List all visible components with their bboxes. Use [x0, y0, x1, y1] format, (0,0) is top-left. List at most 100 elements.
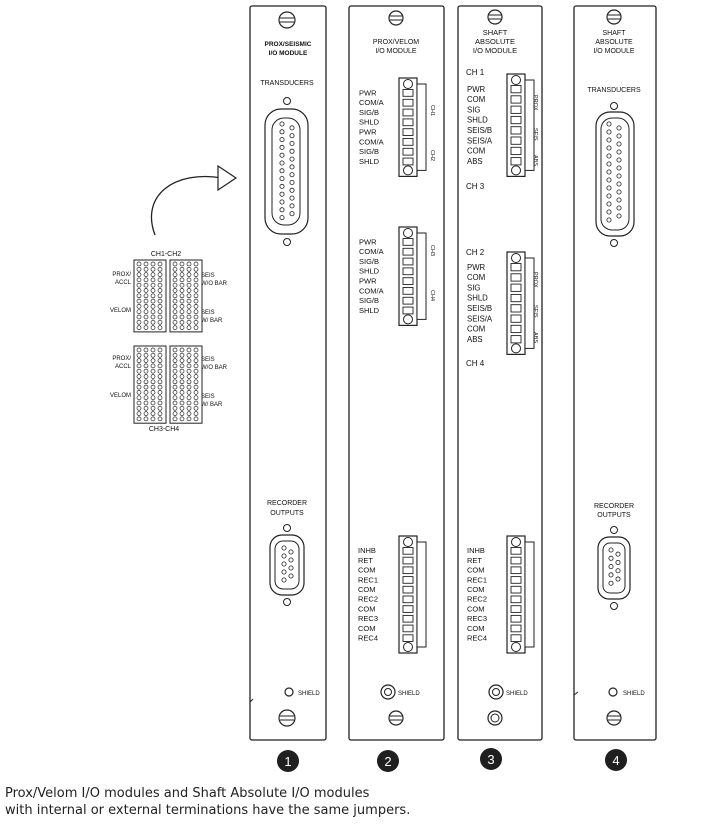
recorder-label-line1: RECORDER — [594, 503, 634, 510]
block-side-label-ch1: CH1 — [429, 105, 435, 116]
jumper-label-velom-b: VELOM — [110, 393, 131, 399]
recorder-pin-label: INHB — [358, 546, 376, 555]
ch34-pin-label: SHLD — [359, 267, 380, 276]
curved-arrow — [150, 164, 238, 236]
recorder-pin-label: COM — [358, 566, 376, 575]
side-label-seis-2: SEIS — [532, 305, 538, 318]
ch24-pin-label: SEIS/A — [467, 314, 493, 323]
channel-label-ch3: CH 3 — [466, 182, 485, 191]
recorder-pin-label: REC3 — [358, 614, 378, 623]
block-side-label-ch4: CH4 — [429, 290, 435, 301]
module-number-badge-4: 4 — [605, 749, 627, 771]
ch12-pin-label: COM/A — [359, 137, 384, 146]
channel-label-ch1: CH 1 — [466, 68, 485, 77]
ch12-pin-label: SIG/B — [359, 147, 379, 156]
shield-label: SHIELD — [506, 691, 528, 697]
module-title-line2: ABSOLUTE — [595, 39, 633, 46]
jumper-title-top: CH1-CH2 — [151, 251, 181, 258]
jumper-title-bottom: CH3-CH4 — [149, 426, 179, 433]
recorder-pin-label: RET — [358, 556, 373, 565]
module-title-line1: PROX/VELOM — [373, 39, 419, 46]
ch12-pin-label: PWR — [359, 88, 377, 97]
ch13-pin-label: COM — [467, 147, 485, 156]
channel-label-ch4: CH 4 — [466, 359, 485, 368]
recorder-pin-label: INHB — [467, 546, 485, 555]
shield-terminal-icon — [608, 687, 618, 697]
ch24-pin-label: COM — [467, 325, 485, 334]
recorder-label-line2: OUTPUTS — [597, 512, 631, 519]
channel-label-ch2: CH 2 — [466, 248, 485, 257]
side-label-abs: ABS — [532, 155, 538, 166]
ch13-pin-label: SEIS/B — [467, 126, 492, 135]
jumper-label-accl-b: ACCL — [115, 364, 132, 370]
ch12-pin-label: SHLD — [359, 157, 380, 166]
shield-label: SHIELD — [398, 691, 420, 697]
module-title-line1: SHAFT — [603, 30, 627, 37]
recorder-pin-label: REC1 — [358, 575, 378, 584]
recorder-pin-label: COM — [467, 566, 485, 575]
jumper-label-velom: VELOM — [110, 308, 131, 314]
jumper-label-seis-b: SEIS — [201, 357, 215, 363]
recorder-pin-label: REC1 — [467, 575, 487, 584]
ch13-pin-label: SHLD — [467, 116, 488, 125]
recorder-pin-label: REC2 — [358, 595, 378, 604]
ch12-pin-label: SIG/B — [359, 108, 379, 117]
module-title-line3: I/O MODULE — [473, 46, 517, 55]
figure-caption: Prox/Velom I/O modules and Shaft Absolut… — [5, 785, 705, 819]
block-side-label-ch2: CH2 — [429, 150, 435, 161]
jumper-label-prox-b: PROX/ — [112, 356, 131, 362]
transducers-label: TRANSDUCERS — [260, 80, 314, 87]
ch12-pin-label: PWR — [359, 128, 377, 137]
block-side-label-ch3: CH3 — [429, 245, 435, 256]
jumper-grid-ch12-right — [169, 259, 203, 333]
ch24-pin-label: SIG — [467, 283, 480, 292]
recorder-label-line2: OUTPUTS — [270, 510, 304, 517]
jumper-grid-ch12-left — [133, 259, 167, 333]
ch13-pin-label: SEIS/A — [467, 136, 493, 145]
side-label-prox-2: PROX — [532, 272, 538, 288]
ch34-pin-label: SIG/B — [359, 296, 379, 305]
module-title-line3: I/O MODULE — [593, 48, 635, 55]
recorder-pin-label: REC3 — [467, 614, 487, 623]
module-panel-1: PROX/SEISMIC I/O MODULE TRANSDUCERS RECO… — [249, 5, 327, 741]
shield-terminal-icon — [284, 687, 294, 697]
jumper-grid-ch34-left — [133, 345, 167, 424]
ch24-pin-label: COM — [467, 273, 485, 282]
recorder-pin-label: REC2 — [467, 595, 487, 604]
module-title-line2: ABSOLUTE — [475, 37, 515, 46]
module-number-badge-2: 2 — [377, 750, 399, 772]
module-number-badge-1: 1 — [277, 750, 299, 772]
ch24-pin-label: PWR — [467, 263, 486, 272]
ch34-pin-label: PWR — [359, 237, 377, 246]
svg-text:3: 3 — [487, 752, 494, 767]
module-title-line2: I/O MODULE — [375, 48, 417, 55]
recorder-pin-label: COM — [467, 604, 485, 613]
jumper-label-prox: PROX/ — [112, 272, 131, 278]
ch24-pin-label: SEIS/B — [467, 304, 492, 313]
jumper-label-seis-2: SEIS — [201, 310, 215, 316]
ch24-pin-label: SHLD — [467, 294, 488, 303]
recorder-pin-label: REC4 — [467, 634, 487, 643]
module-panel-3: SHAFT ABSOLUTE I/O MODULE CH 1 CH 3 CH 2… — [457, 5, 543, 741]
panel-screw-icon — [278, 11, 296, 29]
side-label-seis: SEIS — [532, 128, 538, 141]
module-panel-2: PROX/VELOM I/O MODULE PWRCOM/ASIG/BSHLDP… — [348, 5, 445, 741]
ch34-pin-label: PWR — [359, 277, 377, 286]
module-panel-4: SHAFT ABSOLUTE I/O MODULE TRANSDUCERS RE… — [573, 5, 657, 741]
recorder-pin-label: COM — [467, 624, 485, 633]
svg-text:1: 1 — [284, 754, 291, 769]
ch34-pin-label: SHLD — [359, 306, 380, 315]
ch13-pin-label: PWR — [467, 85, 486, 94]
shield-label: SHIELD — [623, 691, 645, 697]
svg-text:4: 4 — [612, 753, 619, 768]
jumper-label-accl: ACCL — [115, 280, 132, 286]
module-number-badge-3: 3 — [480, 748, 502, 770]
ch34-pin-label: COM/A — [359, 247, 384, 256]
